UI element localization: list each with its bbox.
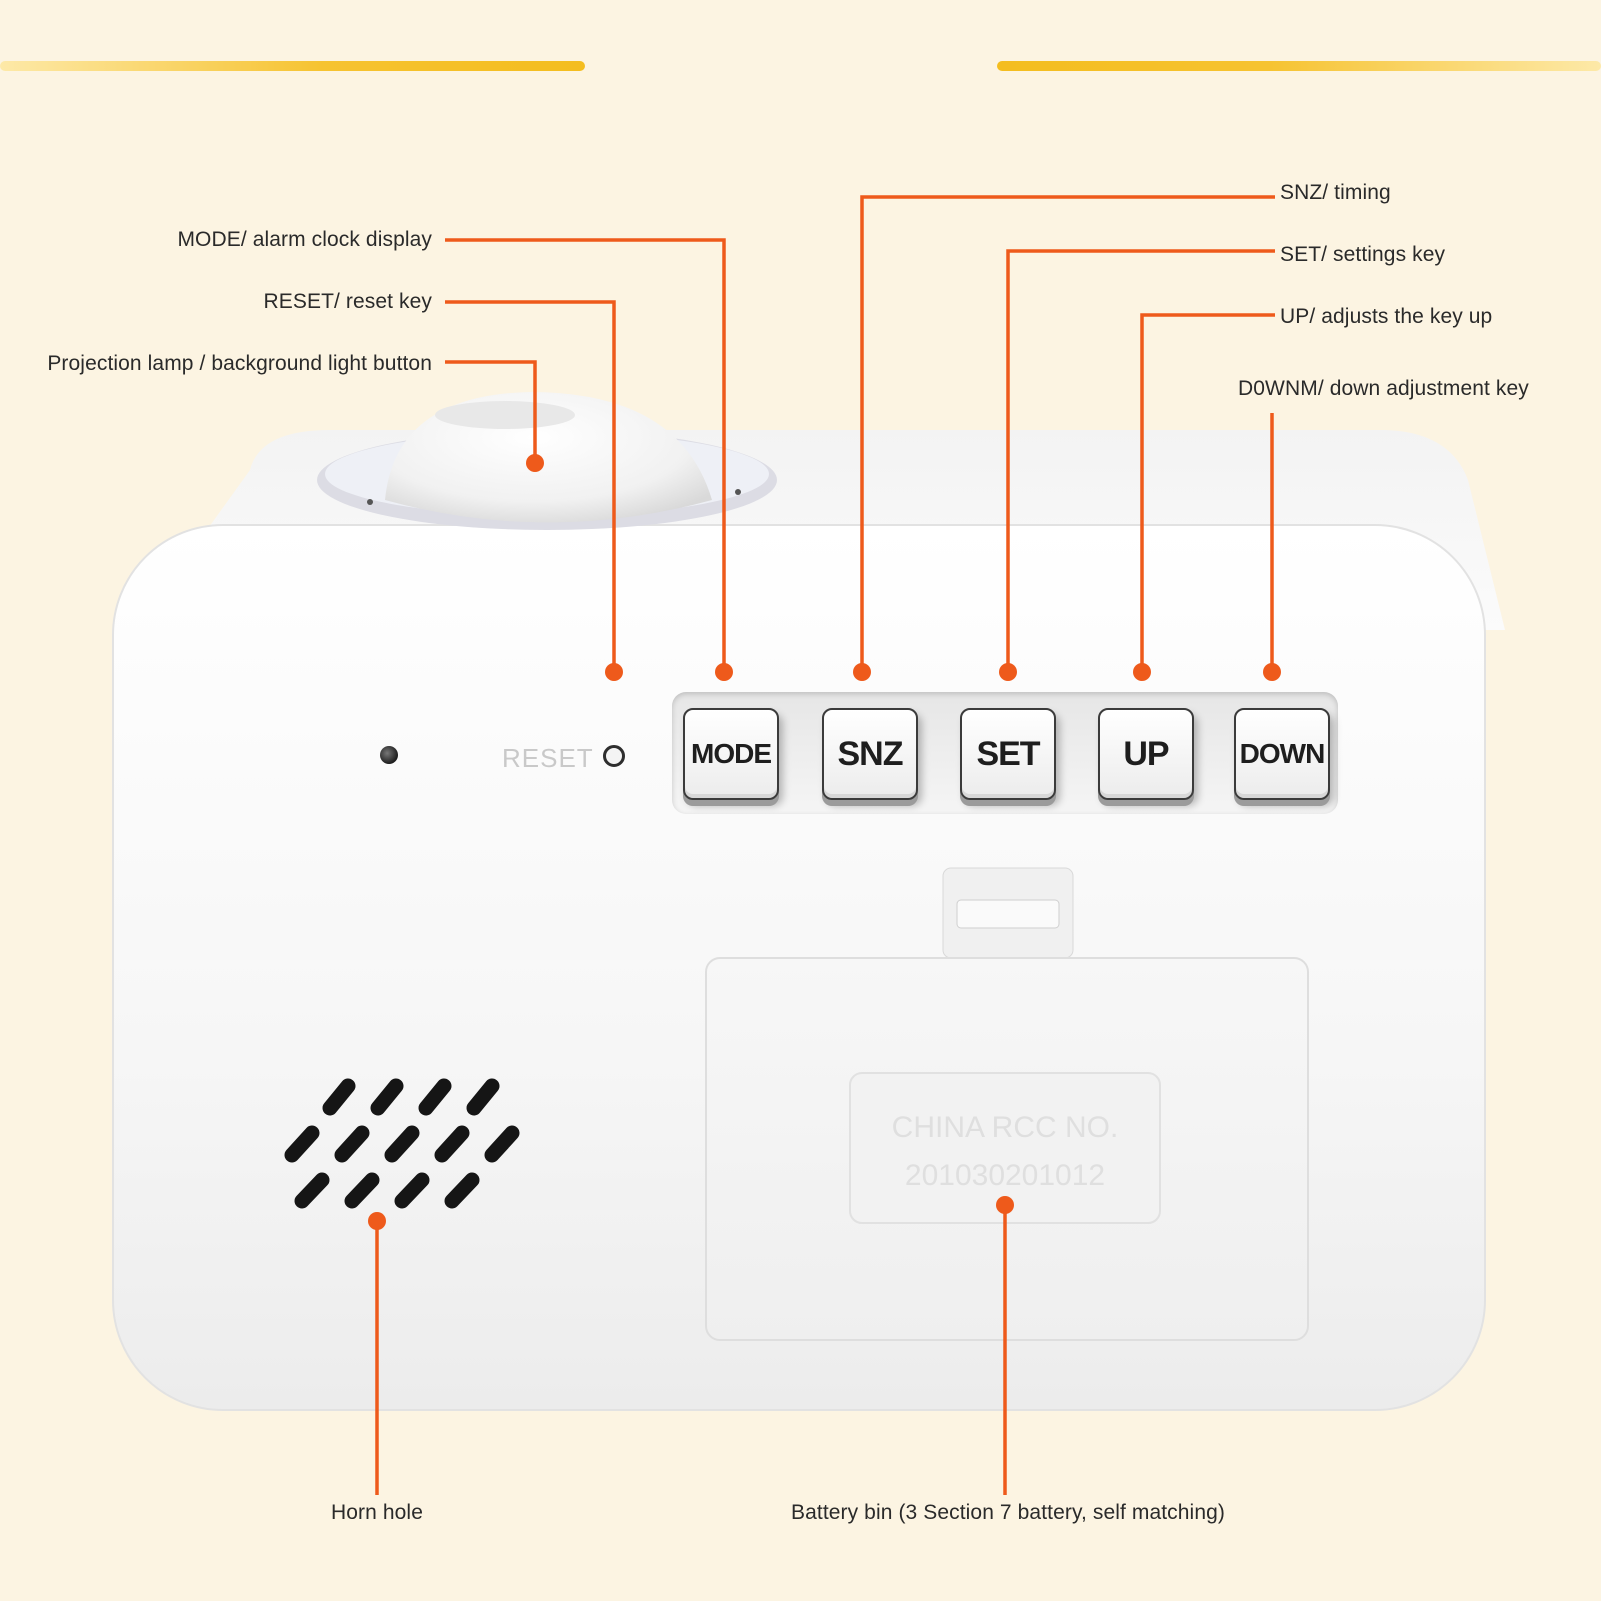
mode-button[interactable]: MODE — [683, 708, 779, 800]
accent-bar-right — [997, 61, 1601, 71]
down-button[interactable]: DOWN — [1234, 708, 1330, 800]
microphone-hole — [380, 746, 398, 764]
callout-dot-reset — [605, 663, 623, 681]
callout-dot-down — [1263, 663, 1281, 681]
label-set: SET/ settings key — [1280, 243, 1446, 266]
up-button[interactable]: UP — [1098, 708, 1194, 800]
callout-dot-up — [1133, 663, 1151, 681]
label-reset: RESET/ reset key — [263, 290, 432, 313]
callout-dot-set — [999, 663, 1017, 681]
label-up: UP/ adjusts the key up — [1280, 305, 1493, 328]
set-button[interactable]: SET — [960, 708, 1056, 800]
reset-pinhole[interactable] — [603, 745, 625, 767]
callout-dot-projection — [526, 454, 544, 472]
line-snz — [860, 195, 1275, 670]
callout-dot-horn — [368, 1212, 386, 1230]
line-reset — [445, 300, 616, 670]
line-mode — [445, 238, 726, 670]
cover-marking-line-1: CHINA RCC NO. — [892, 1111, 1119, 1144]
callout-dot-mode — [715, 663, 733, 681]
label-down: D0WNM/ down adjustment key — [1238, 377, 1529, 400]
line-projection — [445, 360, 537, 462]
label-horn: Horn hole — [331, 1501, 423, 1524]
label-mode: MODE/ alarm clock display — [177, 228, 432, 251]
speaker-grille — [284, 1078, 520, 1209]
label-projection: Projection lamp / background light butto… — [47, 352, 432, 375]
snz-button[interactable]: SNZ — [822, 708, 918, 800]
cover-marking-line-2: 201030201012 — [905, 1159, 1105, 1192]
callout-dot-snz — [853, 663, 871, 681]
reset-marking: RESET — [502, 743, 594, 773]
line-set — [1006, 249, 1275, 670]
callout-lines — [375, 195, 1275, 1495]
line-up — [1140, 313, 1275, 670]
label-snz: SNZ/ timing — [1280, 181, 1391, 204]
label-battery: Battery bin (3 Section 7 battery, self m… — [791, 1501, 1225, 1524]
callout-dot-battery — [996, 1196, 1014, 1214]
accent-bar-left — [0, 61, 585, 71]
